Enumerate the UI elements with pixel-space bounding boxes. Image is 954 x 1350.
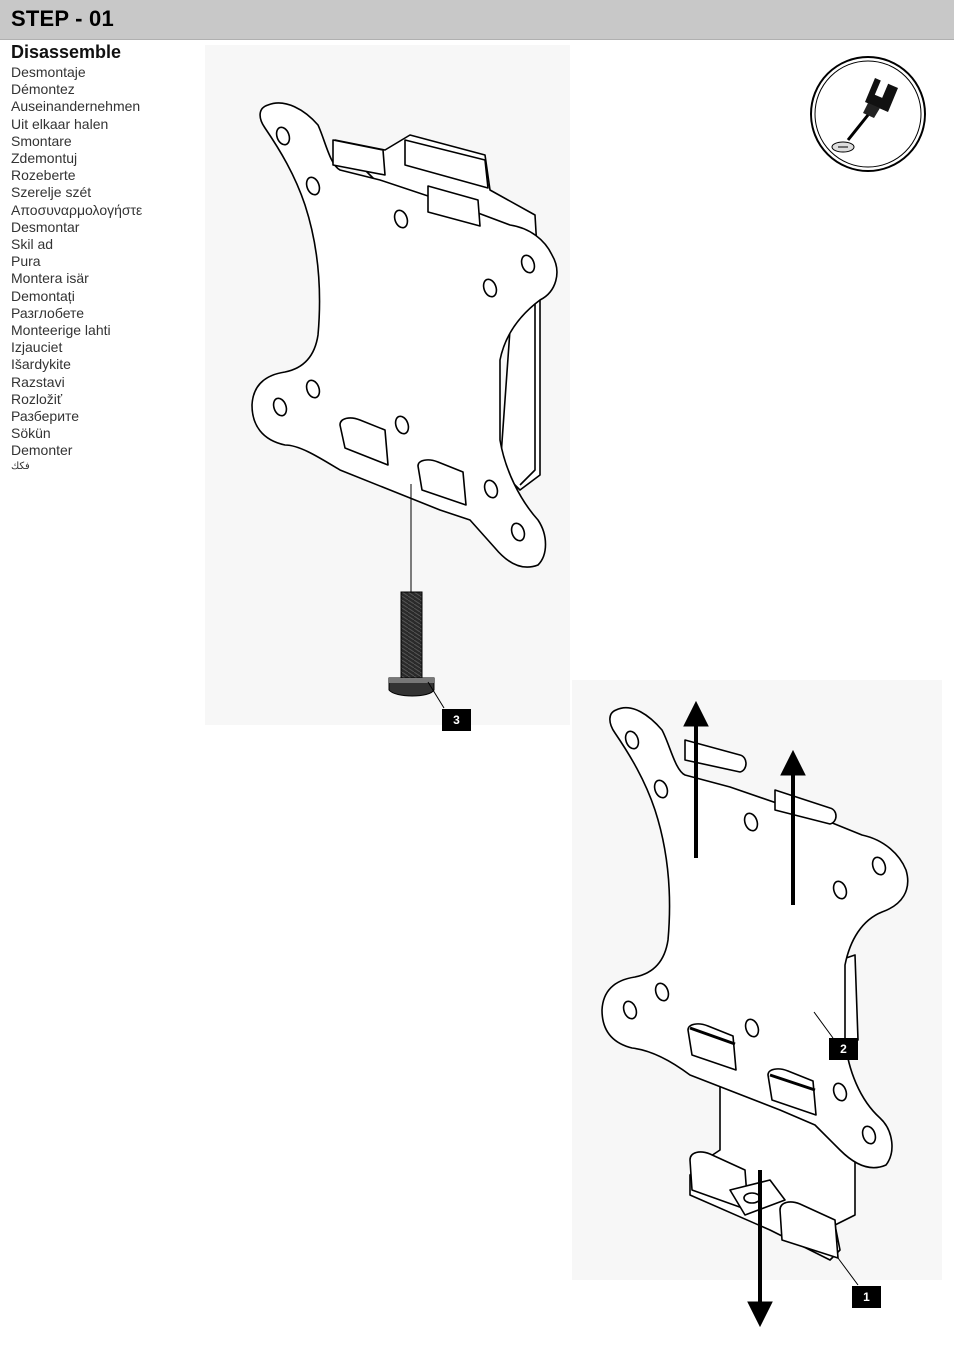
translation-item: Smontare (11, 132, 72, 149)
translation-item: Auseinandernehmen (11, 98, 141, 115)
arrow-up-icon (683, 700, 709, 727)
translation-item: Izjauciet (11, 339, 63, 356)
section-title: Disassemble (11, 42, 122, 62)
translation-item: Szerelje szét (11, 184, 92, 201)
translation-item: Monteerige lahti (11, 322, 111, 339)
direction-arrows (683, 700, 806, 1328)
header-bar: STEP - 01 (0, 0, 954, 40)
translation-item: Разглобете (11, 304, 85, 321)
translation-item: Sökün (11, 425, 51, 442)
translation-item: Desmontaje (11, 64, 86, 80)
translation-item: فكك (11, 460, 30, 472)
translation-item: Skil ad (11, 236, 54, 253)
translation-item: Uit elkaar halen (11, 115, 109, 132)
callout-1: 1 (852, 1286, 881, 1308)
translation-item: Zdemontuj (11, 150, 78, 167)
translation-item: Rozložiť (11, 390, 63, 407)
translation-item: Demonter (11, 442, 73, 459)
translation-item: Rozeberte (11, 167, 76, 184)
translation-item: Разберите (11, 408, 80, 425)
translation-item: Démontez (11, 81, 75, 98)
translation-item: Pura (11, 253, 41, 270)
callout-leader (837, 1257, 859, 1286)
translation-item: Demontați (11, 287, 75, 304)
callout-3: 3 (442, 709, 471, 731)
translation-item: Montera isär (11, 270, 89, 287)
callout-2: 2 (829, 1038, 858, 1060)
translation-list: Desmontaje Démontez Auseinandernehmen Ui… (11, 64, 142, 474)
callout-leader (427, 681, 445, 709)
screwdriver-icon (810, 56, 926, 172)
translation-item: Išardykite (11, 356, 71, 373)
vesa-plate-bottom (601, 706, 909, 1261)
step-title: STEP - 01 (11, 6, 114, 31)
arrow-down-icon (747, 1301, 773, 1328)
translation-item: Desmontar (11, 218, 80, 235)
translation-item: Αποσυναρμολογήστε (11, 201, 143, 218)
translation-item: Razstavi (11, 373, 65, 390)
callout-leader (813, 1011, 834, 1039)
arrow-up-icon (780, 749, 806, 776)
vesa-plate-top (251, 102, 558, 568)
screw-icon (388, 591, 435, 697)
